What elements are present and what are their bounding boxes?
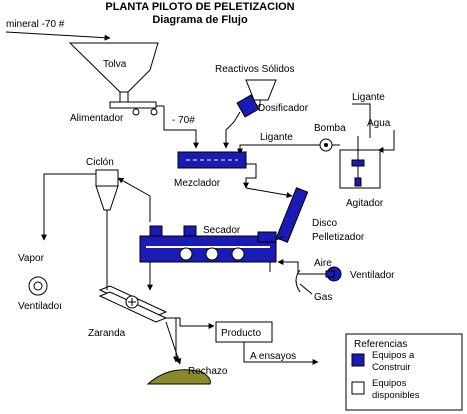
screen-to-product-line bbox=[166, 317, 215, 329]
mixer-label: Mezclador bbox=[174, 178, 221, 189]
gas-burner bbox=[295, 269, 301, 293]
doser bbox=[236, 94, 260, 118]
legend-swatch-build bbox=[351, 353, 365, 367]
fan-left-label: Ventiladoı bbox=[18, 301, 62, 312]
cyclone-gas-out-line bbox=[41, 173, 96, 241]
binder-top-label: Ligante bbox=[352, 92, 385, 103]
water-line bbox=[377, 130, 395, 153]
product-to-assays-line bbox=[243, 342, 319, 365]
doser-label: Dosificador bbox=[258, 103, 309, 114]
feed-label: mineral -70 # bbox=[6, 19, 65, 30]
dryer bbox=[139, 225, 277, 272]
minus70-label: - 70# bbox=[172, 115, 195, 126]
diagram-subtitle: Diagrama de Flujo bbox=[152, 14, 248, 26]
doser-to-mixer-line bbox=[223, 111, 241, 149]
binder-mid-line bbox=[237, 144, 320, 155]
dryer-label: Secador bbox=[203, 225, 241, 236]
legend-item1-line2: Construir bbox=[372, 362, 411, 373]
gas-label: Gas bbox=[314, 292, 332, 303]
reject-pile bbox=[146, 369, 211, 385]
screen-label: Zaranda bbox=[88, 328, 126, 339]
legend-item1-line1: Equipos a bbox=[372, 350, 415, 361]
cyclone-label: Ciclón bbox=[86, 157, 114, 168]
legend-swatch-available bbox=[351, 381, 365, 395]
screen-to-reject-line bbox=[165, 321, 182, 365]
gas-line bbox=[299, 283, 313, 295]
hopper bbox=[68, 42, 159, 103]
disc-label-2: Pelletizador bbox=[312, 232, 365, 243]
pump-label: Bomba bbox=[314, 123, 346, 134]
feeder-to-mixer-line bbox=[163, 124, 199, 149]
screen bbox=[98, 285, 168, 323]
solid-reagents-label: Reactivos Sólidos bbox=[215, 64, 294, 75]
binder-top-line bbox=[352, 103, 371, 138]
legend-item2-line2: disponibles bbox=[372, 390, 420, 401]
reject-label: Rechazo bbox=[188, 366, 228, 377]
feeder-label: Alimentador bbox=[70, 113, 124, 124]
feeder bbox=[109, 101, 165, 124]
agitator-label: Agitador bbox=[346, 198, 384, 209]
disc-to-dryer-line bbox=[275, 235, 285, 241]
legend-title: Referencias bbox=[354, 339, 407, 350]
mixer-discharge-line bbox=[245, 187, 293, 199]
fan-right bbox=[325, 266, 342, 282]
mixer-to-disc-line bbox=[243, 163, 257, 189]
cyclone bbox=[95, 169, 119, 278]
air-label: Aire bbox=[314, 258, 332, 269]
pump bbox=[319, 138, 333, 152]
hopper-label: Tolva bbox=[103, 59, 127, 70]
binder-mid-label: Ligante bbox=[260, 132, 293, 143]
dryer-to-cyclone-line bbox=[117, 177, 151, 222]
mixer bbox=[177, 151, 247, 169]
reagent-hopper bbox=[245, 79, 277, 107]
fan-right-label: Ventilador bbox=[350, 270, 395, 281]
diagram-title: PLANTA PILOTO DE PELETIZACION bbox=[105, 1, 294, 13]
agitator-tank bbox=[339, 136, 381, 189]
legend bbox=[345, 333, 463, 411]
legend-item2-line1: Equipos bbox=[372, 378, 407, 389]
steam-label: Vapor bbox=[18, 253, 45, 264]
disc-label-1: Disco bbox=[312, 218, 337, 229]
water-label: Agua bbox=[367, 118, 391, 129]
product-label: Producto bbox=[221, 328, 261, 339]
air-to-dryer-line bbox=[277, 259, 326, 275]
to-assays-label: A ensayos bbox=[250, 351, 296, 362]
fan-left bbox=[28, 276, 48, 296]
disc-pelletizer bbox=[275, 187, 309, 243]
feed-line bbox=[5, 31, 111, 41]
